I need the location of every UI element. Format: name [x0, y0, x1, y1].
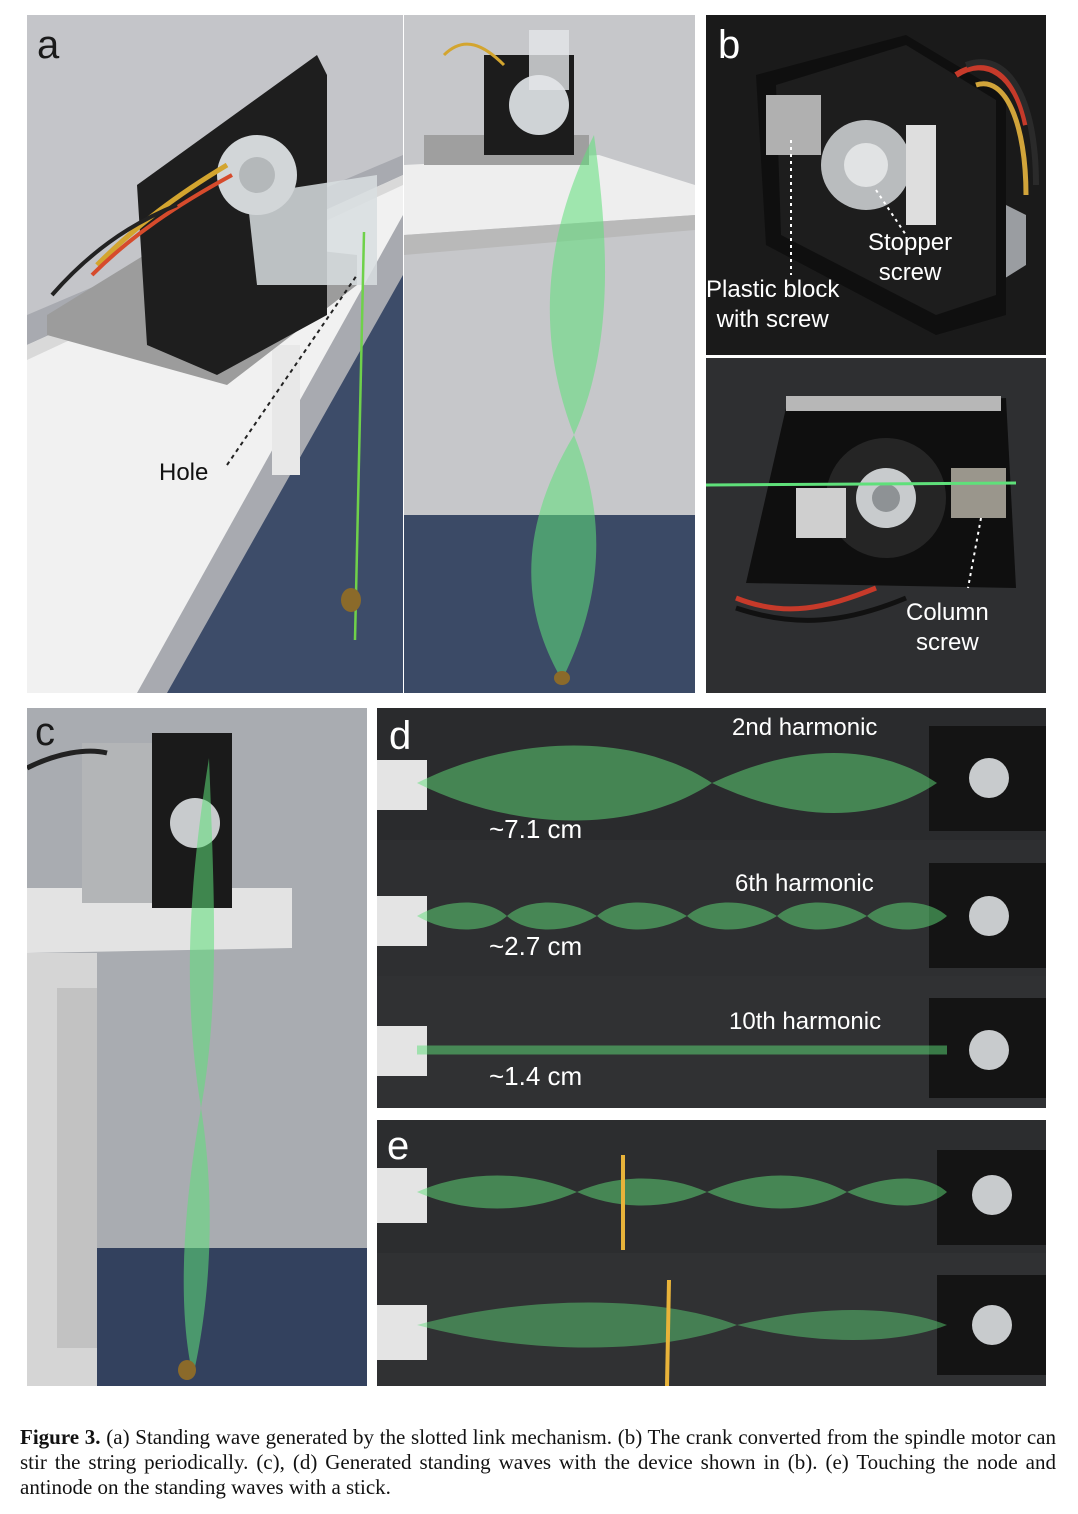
- column-screw-annotation: Column screw: [906, 599, 989, 656]
- panel-a-label: a: [37, 23, 60, 67]
- vertical-standing-wave-image: [27, 708, 367, 1386]
- amplitude-label-10th: ~1.4 cm: [489, 1061, 583, 1091]
- harmonic-label-10th: 10th harmonic: [729, 1008, 882, 1035]
- amplitude-label-6th: ~2.7 cm: [489, 931, 583, 961]
- harmonic-label-2nd: 2nd harmonic: [732, 714, 878, 741]
- panel-b-top-photo: b Stopper screw Plastic block with screw: [706, 15, 1046, 355]
- panel-e-label: e: [387, 1124, 410, 1168]
- crank-topview-image: [706, 358, 1046, 693]
- panel-a-right-photo: [404, 15, 695, 693]
- panel-b-bottom-photo: Column screw: [706, 358, 1046, 693]
- plastic-block-annotation: Plastic block with screw: [706, 276, 840, 333]
- caption-text: (a) Standing wave generated by the slott…: [20, 1425, 1056, 1499]
- crank-device-image: [706, 15, 1046, 355]
- stick-touching-image: [377, 1120, 1046, 1386]
- stopper-screw-annotation: Stopper screw: [868, 229, 953, 286]
- hanging-standing-wave-image: [404, 15, 695, 693]
- panel-a-left-photo: a Hole: [27, 15, 403, 693]
- panel-c-label: c: [35, 710, 55, 754]
- harmonic-label-6th: 6th harmonic: [735, 870, 874, 897]
- panel-c-photo: c: [27, 708, 367, 1386]
- harmonics-image: [377, 708, 1046, 1108]
- panel-d-photo: d 2nd harmonic ~7.1 cm 6th harmonic ~2.7…: [377, 708, 1046, 1108]
- figure-caption: Figure 3. (a) Standing wave generated by…: [20, 1425, 1056, 1500]
- panel-b-label: b: [718, 23, 741, 67]
- device-on-table-image: [27, 15, 403, 693]
- hole-annotation: Hole: [159, 459, 209, 486]
- caption-lead: Figure 3.: [20, 1425, 101, 1449]
- amplitude-label-2nd: ~7.1 cm: [489, 814, 583, 844]
- panel-d-label: d: [389, 714, 412, 758]
- panel-e-photo: e: [377, 1120, 1046, 1386]
